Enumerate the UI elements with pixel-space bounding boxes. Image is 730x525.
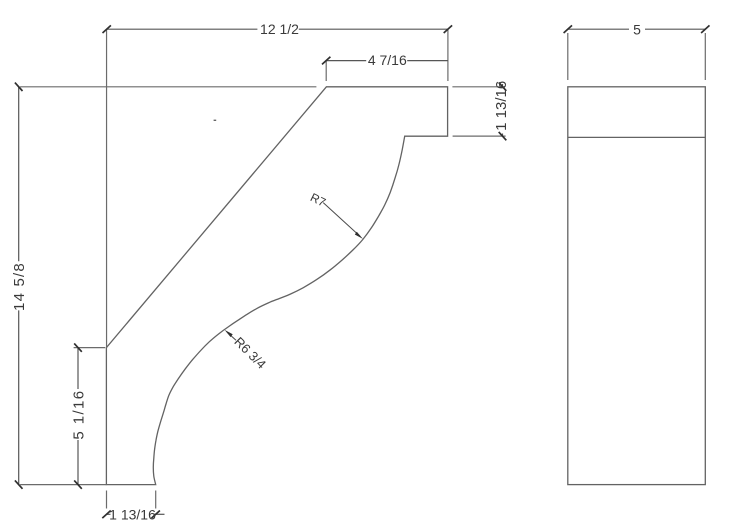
svg-text:5: 5 bbox=[633, 22, 641, 38]
svg-text:14 5/8: 14 5/8 bbox=[11, 262, 28, 311]
svg-text:5 1/16: 5 1/16 bbox=[71, 389, 88, 439]
svg-text:4 7/16: 4 7/16 bbox=[368, 52, 407, 68]
svg-text:1 13/16: 1 13/16 bbox=[109, 506, 156, 522]
svg-text:1 13/16: 1 13/16 bbox=[493, 81, 510, 131]
svg-text:12 1/2: 12 1/2 bbox=[260, 21, 299, 37]
svg-text:R7: R7 bbox=[308, 190, 328, 209]
